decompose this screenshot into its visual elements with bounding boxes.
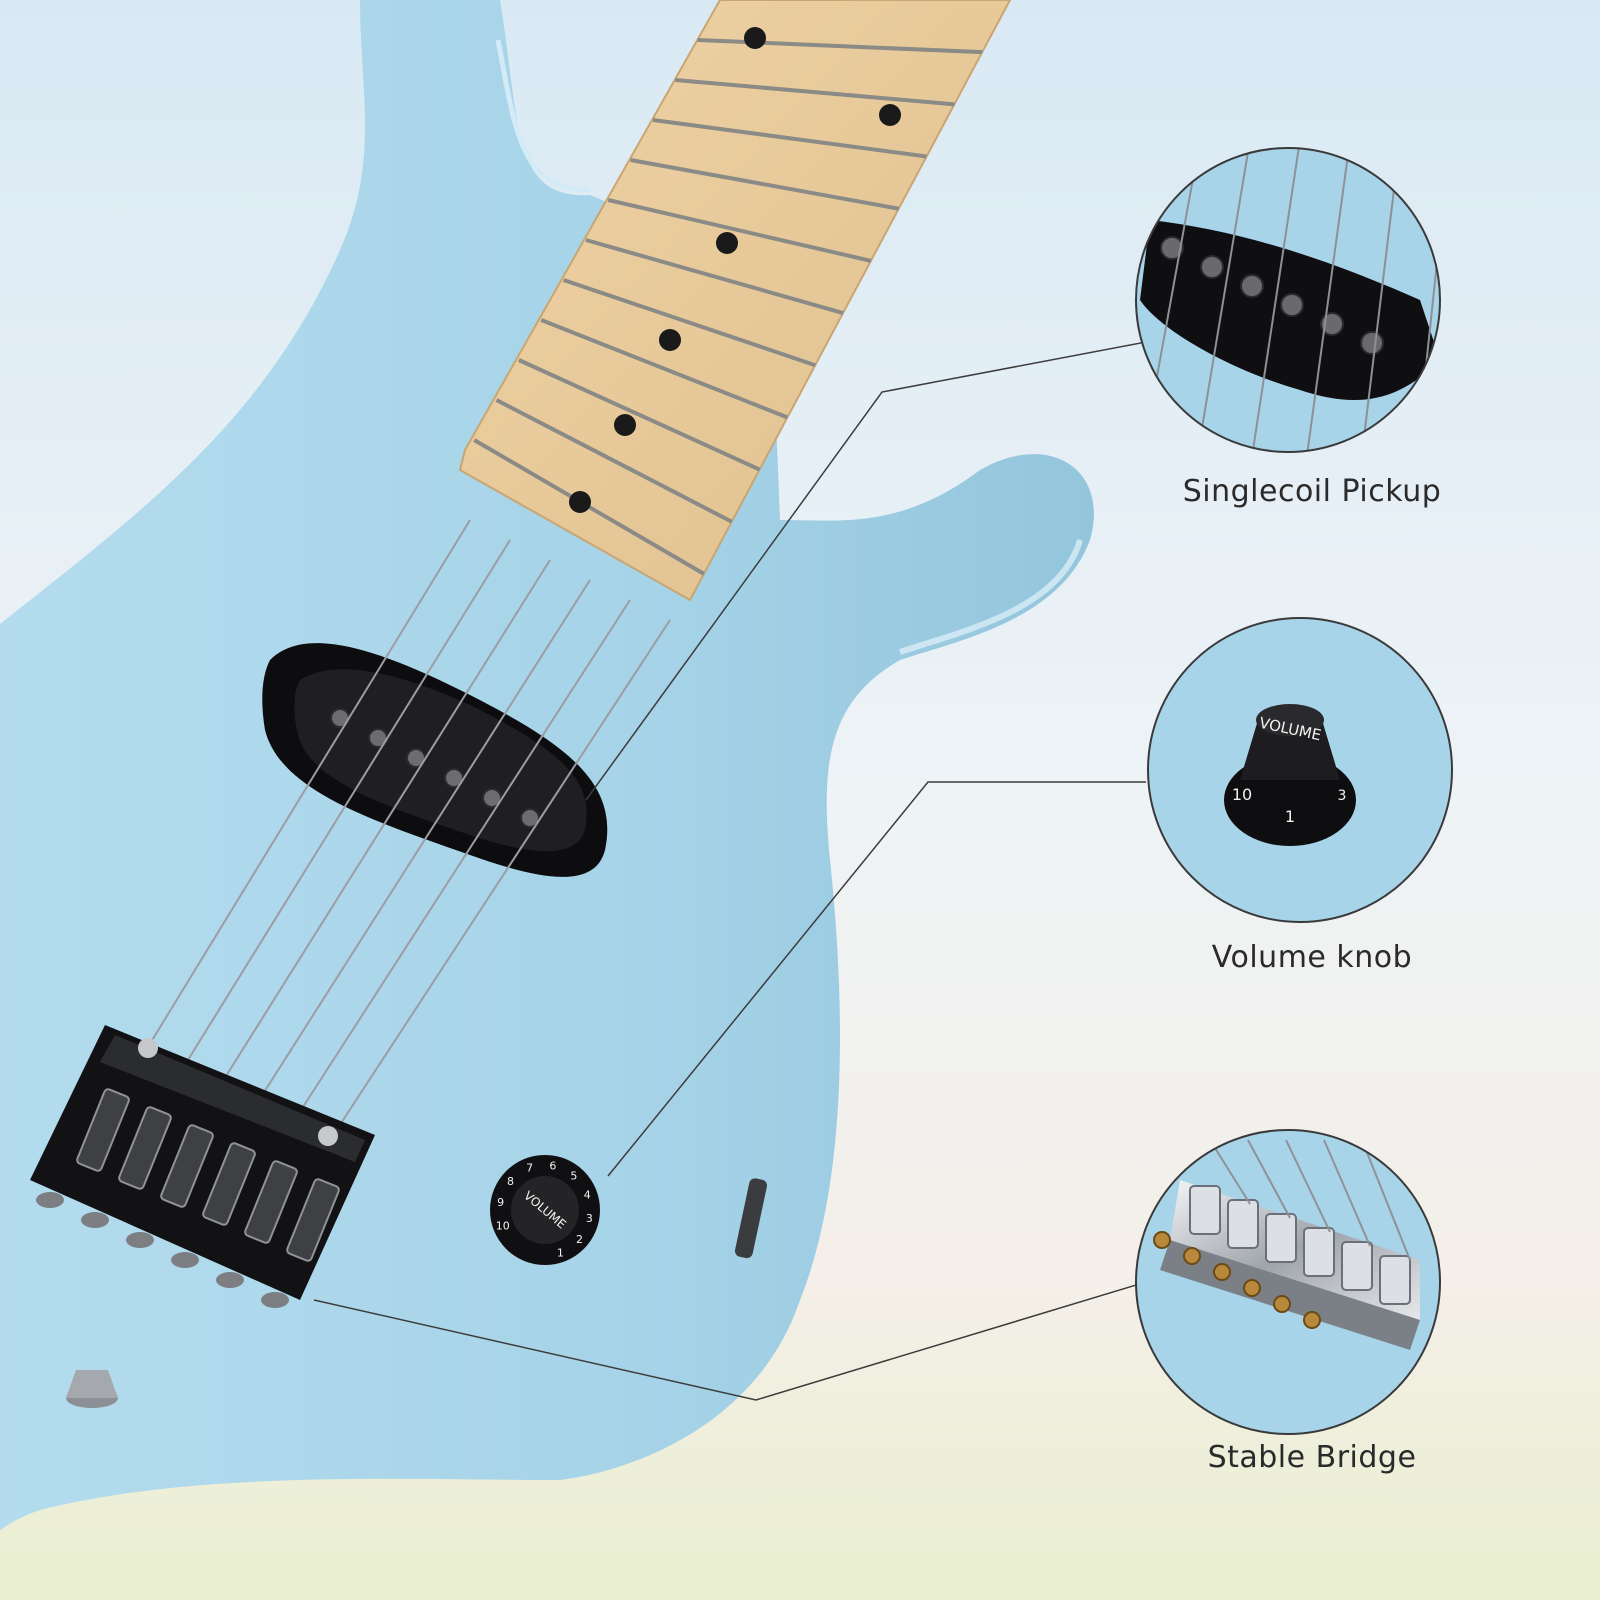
svg-text:3: 3 bbox=[1338, 788, 1347, 804]
bridge bbox=[30, 1025, 375, 1308]
svg-text:10: 10 bbox=[496, 1219, 510, 1232]
singlecoil-pickup-label: Singlecoil Pickup bbox=[1182, 474, 1442, 509]
svg-text:1: 1 bbox=[557, 1246, 564, 1259]
volume-knob-label: Volume knob bbox=[1211, 940, 1413, 975]
svg-text:10: 10 bbox=[1232, 785, 1252, 804]
svg-text:2: 2 bbox=[576, 1233, 583, 1246]
knob-detail-circle: VOLUME 10 1 3 bbox=[1147, 617, 1453, 923]
pickup-detail-circle bbox=[1135, 147, 1441, 453]
strings bbox=[139, 519, 671, 1141]
svg-text:8: 8 bbox=[507, 1175, 514, 1188]
svg-text:4: 4 bbox=[584, 1189, 591, 1202]
singlecoil-pickup bbox=[262, 643, 608, 877]
stable-bridge-label: Stable Bridge bbox=[1207, 1440, 1417, 1475]
svg-text:7: 7 bbox=[526, 1162, 533, 1175]
svg-text:5: 5 bbox=[570, 1170, 577, 1183]
svg-text:9: 9 bbox=[497, 1196, 504, 1209]
svg-text:6: 6 bbox=[549, 1160, 556, 1173]
svg-text:1: 1 bbox=[1285, 807, 1295, 826]
strap-button bbox=[66, 1370, 118, 1408]
bridge-detail-circle bbox=[1135, 1129, 1441, 1435]
callout-lines bbox=[313, 341, 1147, 1401]
svg-text:3: 3 bbox=[586, 1212, 593, 1225]
fretboard bbox=[458, 0, 1012, 602]
